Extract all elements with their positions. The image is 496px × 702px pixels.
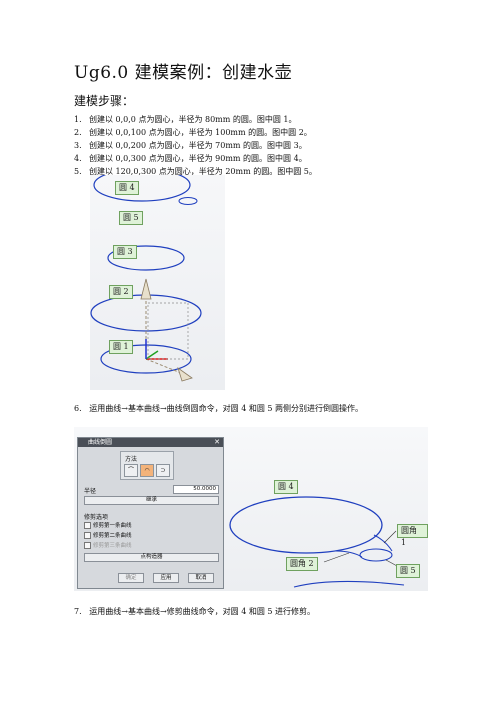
label-circle-5: 圆 5 bbox=[119, 211, 143, 225]
list-item: 5.创建以 120,0,300 点为圆心，半径为 20mm 的圆。图中圆 5。 bbox=[74, 167, 317, 176]
method-group: 方法 ⌒ ◠ ⊃ bbox=[120, 451, 174, 480]
step-6: 6. 运用曲线→基本曲线→曲线倒圆命令，对圆 4 和圆 5 两侧分别进行倒圆操作… bbox=[74, 404, 364, 413]
circles-figure: 圆 4 圆 5 圆 3 圆 2 圆 1 bbox=[90, 175, 225, 390]
two-curve-fillet-icon[interactable]: ◠ bbox=[140, 464, 154, 477]
step-list: 1.创建以 0,0,0 点为圆心，半径为 80mm 的圆。图中圆 1。 2.创建… bbox=[74, 113, 317, 178]
label-circle-4: 圆 4 bbox=[115, 181, 139, 195]
list-item: 1.创建以 0,0,0 点为圆心，半径为 80mm 的圆。图中圆 1。 bbox=[74, 115, 297, 124]
list-item: 2.创建以 0,0,100 点为圆心，半径为 100mm 的圆。图中圆 2。 bbox=[74, 128, 312, 137]
label-fillet-1: 圆角 1 bbox=[397, 524, 428, 547]
label-circle-2: 圆 2 bbox=[109, 285, 133, 299]
leader-fillet-2 bbox=[323, 552, 350, 563]
page-title: Ug6.0 建模案例：创建水壶 bbox=[74, 63, 293, 83]
fillet-1 bbox=[373, 534, 393, 552]
label-fillet-2: 圆角 2 bbox=[286, 557, 318, 571]
simple-fillet-icon[interactable]: ⌒ bbox=[124, 464, 138, 477]
leader-fillet-1 bbox=[383, 530, 397, 544]
step-7: 7. 运用曲线→基本曲线→修剪曲线命令，对圆 4 和圆 5 进行修剪。 bbox=[74, 607, 316, 616]
label-circle-5: 圆 5 bbox=[396, 564, 420, 578]
radius-input[interactable]: 50.0000 bbox=[173, 485, 219, 494]
fillet-figure: 曲线倒圆 ✕ 方法 ⌒ ◠ ⊃ 半径 50.0000 继承 修剪选项 修剪第一条… bbox=[74, 427, 428, 591]
lower-curve-fragment bbox=[293, 580, 405, 588]
circle-4 bbox=[93, 175, 191, 202]
x-axis-cone bbox=[177, 366, 193, 382]
three-curve-fillet-icon[interactable]: ⊃ bbox=[156, 464, 170, 477]
label-circle-4: 圆 4 bbox=[274, 480, 298, 494]
dialog-titlebar: 曲线倒圆 ✕ bbox=[78, 438, 223, 447]
list-item: 4.创建以 0,0,300 点为圆心，半径为 90mm 的圆。图中圆 4。 bbox=[74, 154, 307, 163]
fillet-2 bbox=[335, 550, 363, 558]
circle-5 bbox=[178, 197, 198, 205]
label-circle-1: 圆 1 bbox=[109, 340, 133, 354]
circle-4 bbox=[229, 496, 383, 554]
circle-5 bbox=[359, 548, 393, 562]
section-subtitle: 建模步骤： bbox=[74, 94, 135, 108]
close-icon[interactable]: ✕ bbox=[214, 438, 220, 446]
dashed-box bbox=[147, 302, 189, 360]
radius-label: 半径 bbox=[84, 488, 97, 495]
point-constructor-button[interactable]: 点构造器 bbox=[84, 553, 219, 562]
curve-fillet-dialog: 曲线倒圆 ✕ 方法 ⌒ ◠ ⊃ 半径 50.0000 继承 修剪选项 修剪第一条… bbox=[77, 437, 224, 589]
inherit-button[interactable]: 继承 bbox=[84, 496, 219, 505]
cancel-button[interactable]: 取消 bbox=[188, 573, 214, 583]
circle-3 bbox=[107, 245, 185, 271]
trim-second-checkbox[interactable]: 修剪第二条曲线 bbox=[84, 531, 132, 539]
ok-button[interactable]: 确定 bbox=[118, 573, 144, 583]
z-axis-cone bbox=[140, 278, 152, 300]
circles-drawing bbox=[90, 175, 202, 382]
trim-third-checkbox[interactable]: 修剪第三条曲线 bbox=[84, 541, 132, 549]
apply-button[interactable]: 应用 bbox=[153, 573, 179, 583]
label-circle-3: 圆 3 bbox=[113, 245, 137, 259]
trim-first-checkbox[interactable]: 修剪第一条曲线 bbox=[84, 521, 132, 529]
trim-options-label: 修剪选项 bbox=[84, 514, 109, 521]
fillet-drawing bbox=[229, 496, 405, 588]
list-item: 3.创建以 0,0,200 点为圆心，半径为 70mm 的圆。图中圆 3。 bbox=[74, 141, 307, 150]
